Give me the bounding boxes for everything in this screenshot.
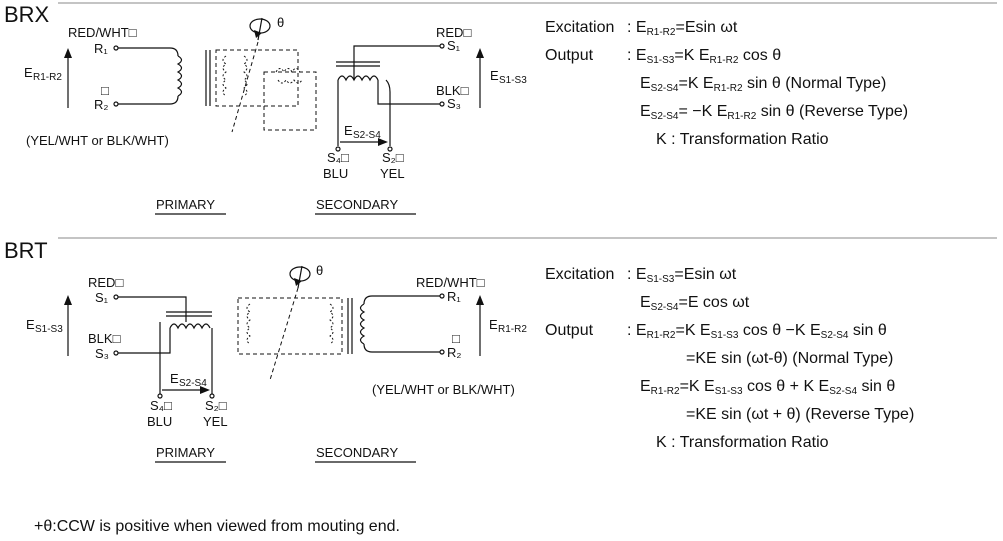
- brt-rotor-box: [237, 297, 343, 355]
- brx-s2-label: S₂□: [382, 150, 404, 165]
- brx-s3-label: S₃: [447, 96, 461, 111]
- brx-s13-sub: S1-S3: [499, 75, 527, 86]
- brt-s4-label: S₄□: [150, 398, 172, 413]
- brt-s4-color: BLU: [147, 414, 172, 429]
- brx-r2-label: R₂: [94, 97, 108, 112]
- brt-s2-color: YEL: [203, 414, 228, 429]
- brx-r1-terminal: [113, 45, 119, 51]
- brt-s13-sub: S1-S3: [35, 324, 63, 335]
- brt-s1-terminal: [113, 294, 119, 300]
- brx-secondary-coil: [337, 75, 379, 82]
- brt-secondary-label: SECONDARY: [316, 445, 398, 460]
- brx-rotor-axis: [231, 41, 259, 133]
- brx-primary-leads: [118, 47, 179, 105]
- brx-ratio: K : Transformation Ratio: [656, 131, 829, 148]
- brx-output-eq-2: ES2-S4=K ER1-R2 sin θ (Normal Type): [640, 75, 886, 94]
- brx-s1-color: RED□: [436, 25, 471, 40]
- brt-output-eq-3: ER1-R2=K ES1-S3 cos θ + K ES2-S4 sin θ: [640, 378, 895, 397]
- brx-excitation-eq: : ER1-R2=Esin ωt: [627, 19, 738, 38]
- brx-s3-color: BLK□: [436, 83, 469, 98]
- brt-title: BRT: [4, 238, 48, 263]
- brx-s24-sub: S2-S4: [353, 130, 381, 141]
- brt-s3-terminal: [113, 350, 119, 356]
- brt-theta: θ: [316, 263, 323, 278]
- brx-output-eq-3: ES2-S4= −K ER1-R2 sin θ (Reverse Type): [640, 103, 908, 122]
- brx-s4-label: S₄□: [327, 150, 349, 165]
- brx-voltage-main: E: [24, 65, 33, 80]
- brt-s24-main: E: [170, 371, 179, 386]
- brt-s13-main: E: [26, 317, 35, 332]
- brt-output-label: Output: [545, 322, 594, 339]
- brt-equations: Excitation : ES1-S3=Esin ωt ES2-S4=E cos…: [545, 266, 914, 451]
- brt-primary-coil: [169, 323, 211, 330]
- brx-output-label: Output: [545, 47, 594, 64]
- brt-s2-label: S₂□: [205, 398, 227, 413]
- brt-r1-color: RED/WHT□: [416, 275, 485, 290]
- brt-secondary-leads: [363, 295, 440, 353]
- brt-s4-terminal: [157, 393, 163, 399]
- brt-r2-label: R₂: [447, 345, 461, 360]
- brx-r2-color: □: [101, 83, 109, 98]
- brt-primary-leads: [118, 296, 187, 354]
- brx-primary-label: PRIMARY: [156, 197, 215, 212]
- brx-alt-colors: (YEL/WHT or BLK/WHT): [26, 133, 169, 148]
- brx-s4-color: BLU: [323, 166, 348, 181]
- brx-s13-main: E: [490, 68, 499, 83]
- brt-r1-terminal: [439, 293, 445, 299]
- brx-secondary-leads: [353, 45, 440, 105]
- brt-output-eq-4: =KE sin (ωt + θ) (Reverse Type): [686, 406, 914, 423]
- brx-rotor-box: [215, 49, 299, 107]
- brx-r1-label: R₁: [94, 41, 108, 56]
- brt-output-eq-2: =KE sin (ωt-θ) (Normal Type): [686, 350, 893, 367]
- footnote: +θ:CCW is positive when viewed from mout…: [34, 518, 400, 535]
- brx-s2-terminal: [387, 146, 393, 152]
- brt-s3-color: BLK□: [88, 331, 121, 346]
- brx-s2-color: YEL: [380, 166, 405, 181]
- brx-secondary-label: SECONDARY: [316, 197, 398, 212]
- brx-voltage-sub: R1-R2: [33, 72, 62, 83]
- brx-title: BRX: [4, 2, 50, 27]
- brx-s3-terminal: [439, 101, 445, 107]
- brt-s1-label: S₁: [95, 290, 109, 305]
- brx-equations: Excitation : ER1-R2=Esin ωt Output : ES1…: [545, 19, 908, 148]
- brx-excitation-label: Excitation: [545, 19, 614, 36]
- brt-r2-terminal: [439, 349, 445, 355]
- brx-rotor-box-2: [263, 71, 317, 131]
- brt-s3-label: S₃: [95, 346, 109, 361]
- brt-secondary-coil: [359, 303, 366, 345]
- brt-excitation-eq-2: ES2-S4=E cos ωt: [640, 294, 750, 313]
- brx-theta: θ: [277, 15, 284, 30]
- brt-alt-colors: (YEL/WHT or BLK/WHT): [372, 382, 515, 397]
- brt-voltage-sub: R1-R2: [498, 324, 527, 335]
- brt-ratio: K : Transformation Ratio: [656, 434, 829, 451]
- brt-primary-label: PRIMARY: [156, 445, 215, 460]
- brt-s1-color: RED□: [88, 275, 123, 290]
- brx-s1-label: S₁: [447, 38, 461, 53]
- brt-excitation-label: Excitation: [545, 266, 614, 283]
- brt-r2-color: □: [452, 331, 460, 346]
- brx-primary-coil: [176, 55, 183, 97]
- brx-r2-terminal: [113, 101, 119, 107]
- brt-excitation-eq-1: : ES1-S3=Esin ωt: [627, 266, 737, 285]
- brx-r1-color: RED/WHT□: [68, 25, 137, 40]
- brx-s24-main: E: [344, 123, 353, 138]
- brt-r1-label: R₁: [447, 289, 461, 304]
- brt-voltage-main: E: [489, 317, 498, 332]
- brx-s4-terminal: [335, 146, 341, 152]
- brt-s2-terminal: [209, 393, 215, 399]
- brt-output-eq-1: : ER1-R2=K ES1-S3 cos θ −K ES2-S4 sin θ: [627, 322, 887, 341]
- brt-rotor-axis: [269, 287, 299, 381]
- brt-s24-sub: S2-S4: [179, 378, 207, 389]
- brx-s1-terminal: [439, 43, 445, 49]
- brx-output-eq-1: : ES1-S3=K ER1-R2 cos θ: [627, 47, 781, 66]
